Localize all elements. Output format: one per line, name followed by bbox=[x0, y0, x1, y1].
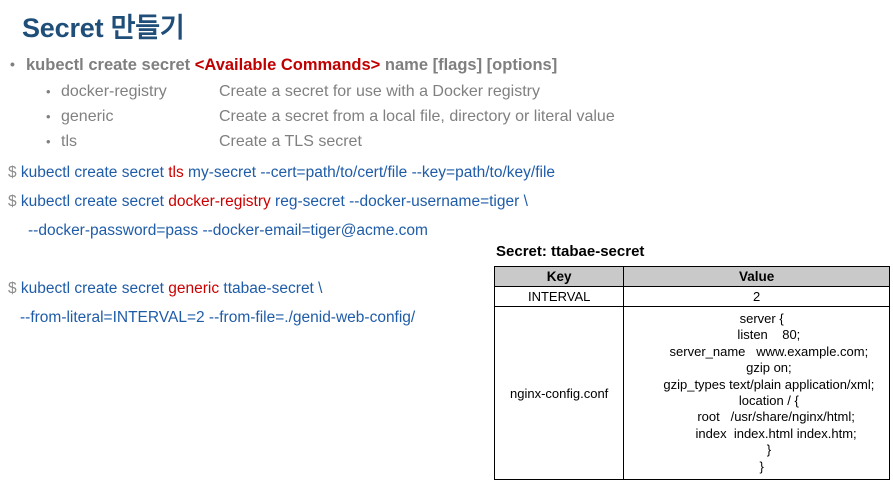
command-args: my-secret --cert=path/to/cert/file --key… bbox=[183, 164, 556, 181]
bullet-dot-icon: • bbox=[10, 56, 15, 72]
bullet-dot-icon: • bbox=[46, 109, 51, 124]
syntax-highlight: <Available Commands> bbox=[194, 56, 381, 74]
subcommand-description: Create a secret for use with a Docker re… bbox=[219, 83, 541, 100]
table-row: nginx-config.conf server { listen 80; se… bbox=[493, 305, 890, 481]
syntax-bullet: • kubectl create secret <Available Comman… bbox=[10, 57, 557, 74]
command-args: ttabae-secret \ bbox=[219, 280, 323, 297]
subcommand-list: • docker-registry Create a secret for us… bbox=[46, 83, 615, 158]
subcommand-description: Create a TLS secret bbox=[219, 133, 362, 150]
bullet-dot-icon: • bbox=[46, 134, 51, 149]
bullet-dot-icon: • bbox=[46, 84, 51, 99]
cell-key: INTERVAL bbox=[493, 286, 625, 307]
cell-value: server { listen 80; server_name www.exam… bbox=[623, 305, 890, 481]
command-prefix: kubectl create secret bbox=[16, 164, 169, 181]
subcommand-name: docker-registry bbox=[61, 83, 167, 100]
page-title: Secret 만들기 bbox=[22, 13, 185, 43]
cell-value: 2 bbox=[623, 286, 890, 307]
list-item: • docker-registry Create a secret for us… bbox=[46, 83, 615, 108]
nginx-config-content: server { listen 80; server_name www.exam… bbox=[663, 311, 875, 474]
shell-prompt: $ bbox=[8, 193, 17, 210]
command-line-docker-continuation: --docker-password=pass --docker-email=ti… bbox=[28, 222, 428, 239]
command-keyword: docker-registry bbox=[168, 193, 271, 210]
secret-table: Key Value INTERVAL 2 nginx-config.conf s… bbox=[493, 266, 890, 481]
command-line-tls: $ kubectl create secret tls my-secret --… bbox=[8, 165, 555, 181]
table-row: INTERVAL 2 bbox=[493, 286, 890, 307]
command-keyword: generic bbox=[168, 280, 220, 297]
subcommand-name: tls bbox=[61, 133, 77, 150]
list-item: • generic Create a secret from a local f… bbox=[46, 108, 615, 133]
subcommand-description: Create a secret from a local file, direc… bbox=[219, 108, 615, 125]
cell-key: nginx-config.conf bbox=[493, 305, 625, 481]
syntax-suffix: name [flags] [options] bbox=[380, 56, 558, 74]
secret-table-caption: Secret: ttabae-secret bbox=[496, 243, 645, 260]
table-header-row: Key Value bbox=[493, 266, 890, 287]
command-line-generic-continuation: --from-literal=INTERVAL=2 --from-file=./… bbox=[20, 309, 416, 326]
subcommand-name: generic bbox=[61, 108, 114, 125]
command-line-docker-registry: $ kubectl create secret docker-registry … bbox=[8, 194, 528, 210]
command-args: reg-secret --docker-username=tiger \ bbox=[270, 193, 528, 210]
command-prefix: kubectl create secret bbox=[16, 280, 169, 297]
shell-prompt: $ bbox=[8, 280, 17, 297]
syntax-prefix: kubectl create secret bbox=[26, 56, 195, 74]
command-prefix: kubectl create secret bbox=[16, 193, 169, 210]
column-header-value: Value bbox=[623, 266, 890, 287]
column-header-key: Key bbox=[493, 266, 625, 287]
shell-prompt: $ bbox=[8, 164, 17, 181]
command-line-generic: $ kubectl create secret generic ttabae-s… bbox=[8, 281, 322, 297]
command-keyword: tls bbox=[168, 164, 184, 181]
list-item: • tls Create a TLS secret bbox=[46, 133, 615, 158]
